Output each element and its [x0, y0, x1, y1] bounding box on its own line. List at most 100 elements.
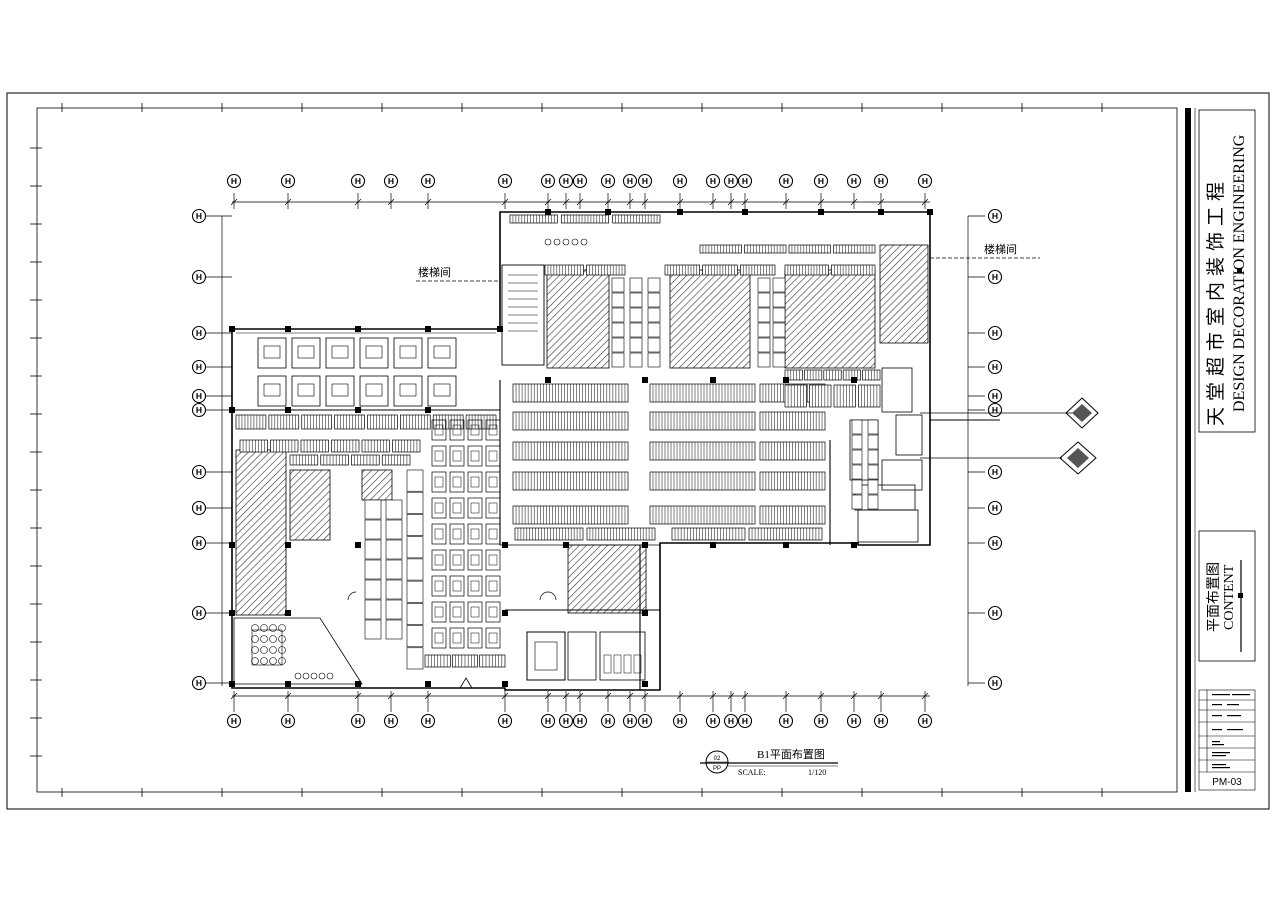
grid-bubble-circle: [987, 605, 1003, 621]
grid-bubble-circle: [705, 713, 721, 729]
grid-bubble: H: [846, 173, 862, 189]
grid-bubble-circle: [637, 173, 653, 189]
grid-bubble: H: [191, 325, 207, 341]
shelf: [647, 292, 661, 308]
dim-tick: [850, 692, 858, 700]
grid-bubble-circle: [497, 713, 513, 729]
grid-bubble: H: [705, 713, 721, 729]
small-room: [325, 375, 355, 407]
structural-column: [355, 407, 361, 413]
display-unit: [467, 549, 483, 571]
display-fixture: [452, 424, 462, 436]
room-fixture: [331, 345, 349, 359]
grid-bubble: H: [737, 173, 753, 189]
hatched-zone: [361, 469, 393, 501]
dim-tick: [817, 692, 825, 700]
chair: [260, 635, 268, 643]
grid-bubble-circle: [873, 713, 889, 729]
display-unit: [449, 627, 465, 649]
dim-tick: [641, 198, 649, 206]
grid-bubble: H: [987, 500, 1003, 516]
display-unit: [449, 601, 465, 623]
display-fixture: [452, 528, 462, 540]
display-fixture: [488, 528, 498, 540]
display-fixture: [434, 632, 444, 644]
display-unit: [467, 523, 483, 545]
room-fixture: [297, 383, 315, 397]
grid-bubble-letter: H: [851, 176, 857, 186]
hatched-zone: [235, 449, 287, 616]
grid-bubble-letter: H: [677, 176, 683, 186]
shelf: [851, 494, 863, 510]
grid-bubble: H: [226, 713, 242, 729]
small-room: [359, 375, 389, 407]
room-fixture: [433, 345, 451, 359]
revision-table: [1198, 689, 1256, 791]
grid-bubble-letter: H: [992, 272, 998, 282]
grid-bubble-circle: [778, 713, 794, 729]
shelf: [629, 322, 643, 338]
dim-tick: [576, 692, 584, 700]
grid-bubble: H: [600, 713, 616, 729]
hatched-zone: [784, 269, 876, 369]
display-unit: [431, 419, 447, 441]
structural-column: [545, 209, 551, 215]
grid-bubble: H: [191, 605, 207, 621]
grid-bubble: H: [672, 173, 688, 189]
grid-bubble: H: [987, 535, 1003, 551]
shelf: [364, 619, 382, 640]
shelf: [239, 439, 268, 453]
grid-bubble-letter: H: [196, 467, 202, 477]
grid-bubble: H: [540, 173, 556, 189]
shelf: [364, 599, 382, 620]
dim-tick: [284, 198, 292, 206]
title-block: 天堂超市室内装饰工程 DESIGN DECORATION ENGINEERING…: [1185, 108, 1256, 792]
content-title-cn: 平面布置图: [1206, 562, 1222, 632]
shelf: [364, 539, 382, 560]
display-unit: [467, 497, 483, 519]
shelf: [784, 264, 829, 276]
display-fixture: [434, 450, 444, 462]
display-fixture: [452, 476, 462, 488]
display-unit: [485, 497, 501, 519]
grid-bubble-letter: H: [355, 176, 361, 186]
shelf: [649, 411, 756, 431]
structural-column: [229, 407, 235, 413]
grid-bubble-letter: H: [196, 328, 202, 338]
grid-bubble: H: [873, 713, 889, 729]
chair: [251, 624, 259, 632]
grid-bubble-letter: H: [992, 328, 998, 338]
grid-bubble-letter: H: [563, 716, 569, 726]
grid-bubble-letter: H: [677, 716, 683, 726]
display-fixture: [470, 580, 480, 592]
sheet-number: PM-03: [1212, 777, 1242, 788]
dim-tick: [562, 692, 570, 700]
entrance-door: [459, 677, 473, 689]
small-room: [291, 375, 321, 407]
grid-bubble-letter: H: [783, 176, 789, 186]
grid-bubble-letter: H: [783, 716, 789, 726]
grid-bubbles: HHHHHHHHHHHHHHHHHHHHHHHHHHHHHHHHHHHHHHHH…: [191, 173, 1003, 729]
grid-bubble: H: [191, 359, 207, 375]
grid-bubble-letter: H: [851, 716, 857, 726]
display-fixture: [470, 554, 480, 566]
display-unit: [449, 549, 465, 571]
grid-bubble-letter: H: [563, 176, 569, 186]
grid-bubble-letter: H: [627, 176, 633, 186]
shelf: [851, 464, 863, 480]
grid-bubble: H: [383, 173, 399, 189]
grid-bubble: H: [420, 713, 436, 729]
grid-bubble-circle: [813, 173, 829, 189]
project-title-cn: 天堂超市室内装饰工程: [1205, 176, 1227, 426]
stall: [633, 654, 642, 674]
grid-bubble-letter: H: [196, 362, 202, 372]
shelf: [851, 434, 863, 450]
grid-bubble-letter: H: [992, 467, 998, 477]
grid-bubble-circle: [420, 173, 436, 189]
hatched-zone: [289, 469, 331, 541]
table: [251, 629, 283, 666]
structural-column: [927, 209, 933, 215]
dim-tick: [626, 692, 634, 700]
structural-column: [605, 209, 611, 215]
chair: [251, 646, 259, 654]
